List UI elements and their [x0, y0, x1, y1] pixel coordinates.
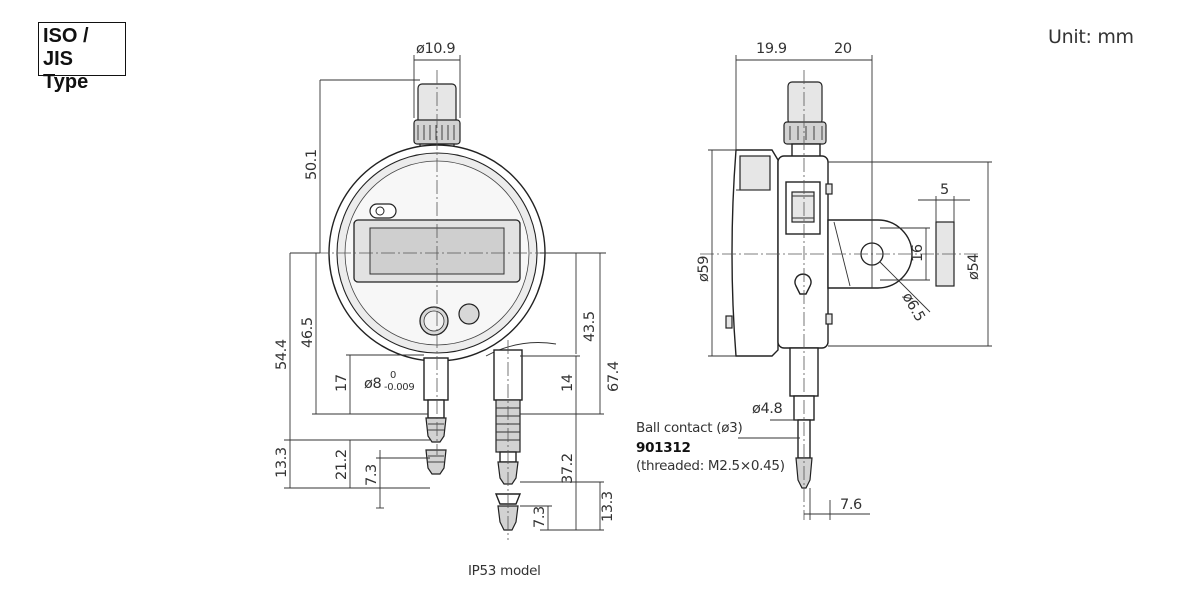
side-view [700, 70, 980, 520]
dim-diameter-6-5: ø6.5 [899, 290, 928, 324]
ip53-dimensions [520, 252, 606, 531]
ip53-view [485, 340, 557, 540]
ip53-caption: IP53 model [468, 563, 541, 579]
dim-stem-tol-lower: -0.009 [384, 382, 414, 393]
dim-67-4: 67.4 [606, 361, 622, 392]
dim-50-1: 50.1 [304, 149, 320, 180]
front-view [315, 70, 560, 475]
dim-top-diameter: ø10.9 [416, 41, 455, 57]
dim-16: 16 [910, 244, 926, 262]
badge-line-2: Type [43, 71, 89, 93]
dim-21-2: 21.2 [334, 449, 350, 480]
dim-14: 14 [560, 374, 576, 392]
dim-13-3-ip53: 13.3 [600, 491, 616, 522]
front-labels: ø10.9 50.1 54.4 46.5 17 ø8 0 -0.009 13.3… [274, 41, 456, 486]
dim-37-2: 37.2 [560, 453, 576, 484]
badge-line-1: ISO / JIS [43, 25, 89, 70]
iso-jis-type-badge: ISO / JIS Type [38, 22, 126, 93]
dim-diameter-59: ø59 [696, 256, 712, 282]
unit-label: Unit: mm [1048, 26, 1134, 48]
ip53-labels: 43.5 67.4 14 37.2 13.3 7.3 IP53 model [468, 311, 622, 579]
dim-5: 5 [940, 182, 949, 198]
side-labels: 19.9 20 ø59 5 16 ø6.5 ø54 ø4.8 Ball cont… [636, 41, 982, 513]
dim-20: 20 [834, 41, 852, 57]
front-stem [423, 357, 449, 475]
dim-stem-tol-upper: 0 [390, 370, 396, 381]
side-dimensions [708, 55, 992, 520]
dim-54-4: 54.4 [274, 339, 290, 370]
dim-17: 17 [334, 374, 350, 392]
dim-46-5: 46.5 [300, 317, 316, 348]
dim-19-9: 19.9 [756, 41, 787, 57]
part-number: 901312 [636, 440, 691, 456]
dim-7-3-front: 7.3 [364, 464, 380, 486]
dim-diameter-4-8: ø4.8 [752, 401, 783, 417]
dim-stem-diameter: ø8 [364, 376, 381, 392]
ball-contact-label: Ball contact (ø3) [636, 420, 742, 436]
dim-diameter-54: ø54 [966, 254, 982, 280]
dim-13-3-front: 13.3 [274, 447, 290, 478]
thread-note: (threaded: M2.5×0.45) [636, 458, 785, 474]
dim-7-3-ip53: 7.3 [532, 506, 548, 528]
mode-button [458, 303, 480, 325]
dim-7-6: 7.6 [840, 497, 862, 513]
dim-43-5: 43.5 [582, 311, 598, 342]
front-dimensions [284, 55, 461, 509]
